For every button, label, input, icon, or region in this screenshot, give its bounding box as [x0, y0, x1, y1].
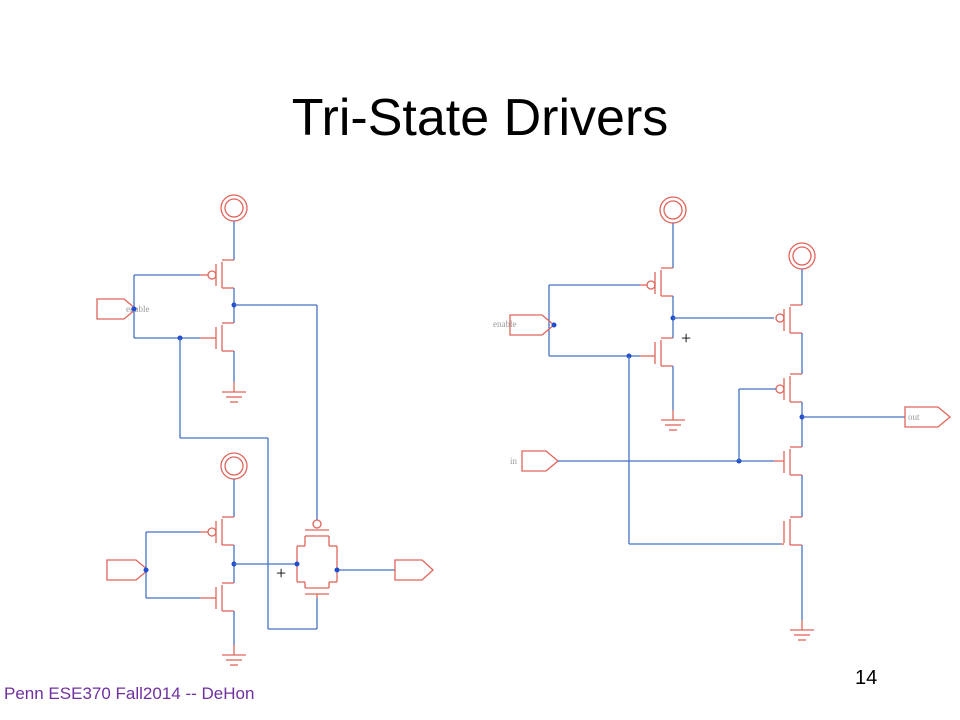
enable-input-pin: enable [96, 298, 149, 320]
input-pin-label: in [510, 456, 518, 466]
ground-symbol [221, 644, 247, 666]
pmos-transistor [200, 259, 234, 289]
pmos-transistor [775, 304, 802, 334]
ground-symbol [660, 409, 686, 431]
nmos-transistor [640, 337, 673, 367]
node-dot [334, 567, 340, 573]
ground-symbol [221, 381, 247, 403]
enable-pin-label: enable [126, 304, 149, 314]
output-pin-label: out [908, 412, 920, 422]
transmission-gate [296, 519, 338, 598]
slide-title: Tri-State Drivers [291, 89, 669, 147]
left-tristate-circuit: enable [96, 194, 434, 666]
node-dot [131, 306, 137, 312]
enable-input-pin: enable [493, 314, 556, 336]
footer-course-label: Penn ESE370 Fall2014 -- DeHon [4, 684, 255, 703]
data-input-pin: in [510, 450, 560, 472]
node-dot [294, 561, 300, 567]
nmos-transistor [781, 516, 802, 546]
vdd-symbol [220, 452, 248, 480]
pmos-transistor [200, 516, 234, 546]
pmos-transistor [775, 373, 802, 403]
pmos-transistor [640, 267, 673, 297]
nmos-transistor [774, 446, 802, 476]
data-input-pin [106, 559, 150, 581]
node-dot [551, 322, 557, 328]
nmos-transistor [200, 582, 234, 612]
vdd-symbol [659, 196, 687, 224]
vdd-symbol [788, 242, 816, 270]
node-dot [143, 567, 149, 573]
probe-marker: + [276, 563, 286, 583]
output-pin [394, 559, 434, 581]
vdd-symbol [220, 194, 248, 222]
enable-pin-label: enable [493, 319, 516, 329]
nmos-transistor [200, 322, 234, 352]
page-number: 14 [855, 667, 878, 689]
right-tristate-circuit: enable + [493, 196, 952, 641]
output-pin: out [904, 406, 952, 428]
ground-symbol [789, 619, 815, 641]
probe-marker: + [681, 328, 691, 348]
